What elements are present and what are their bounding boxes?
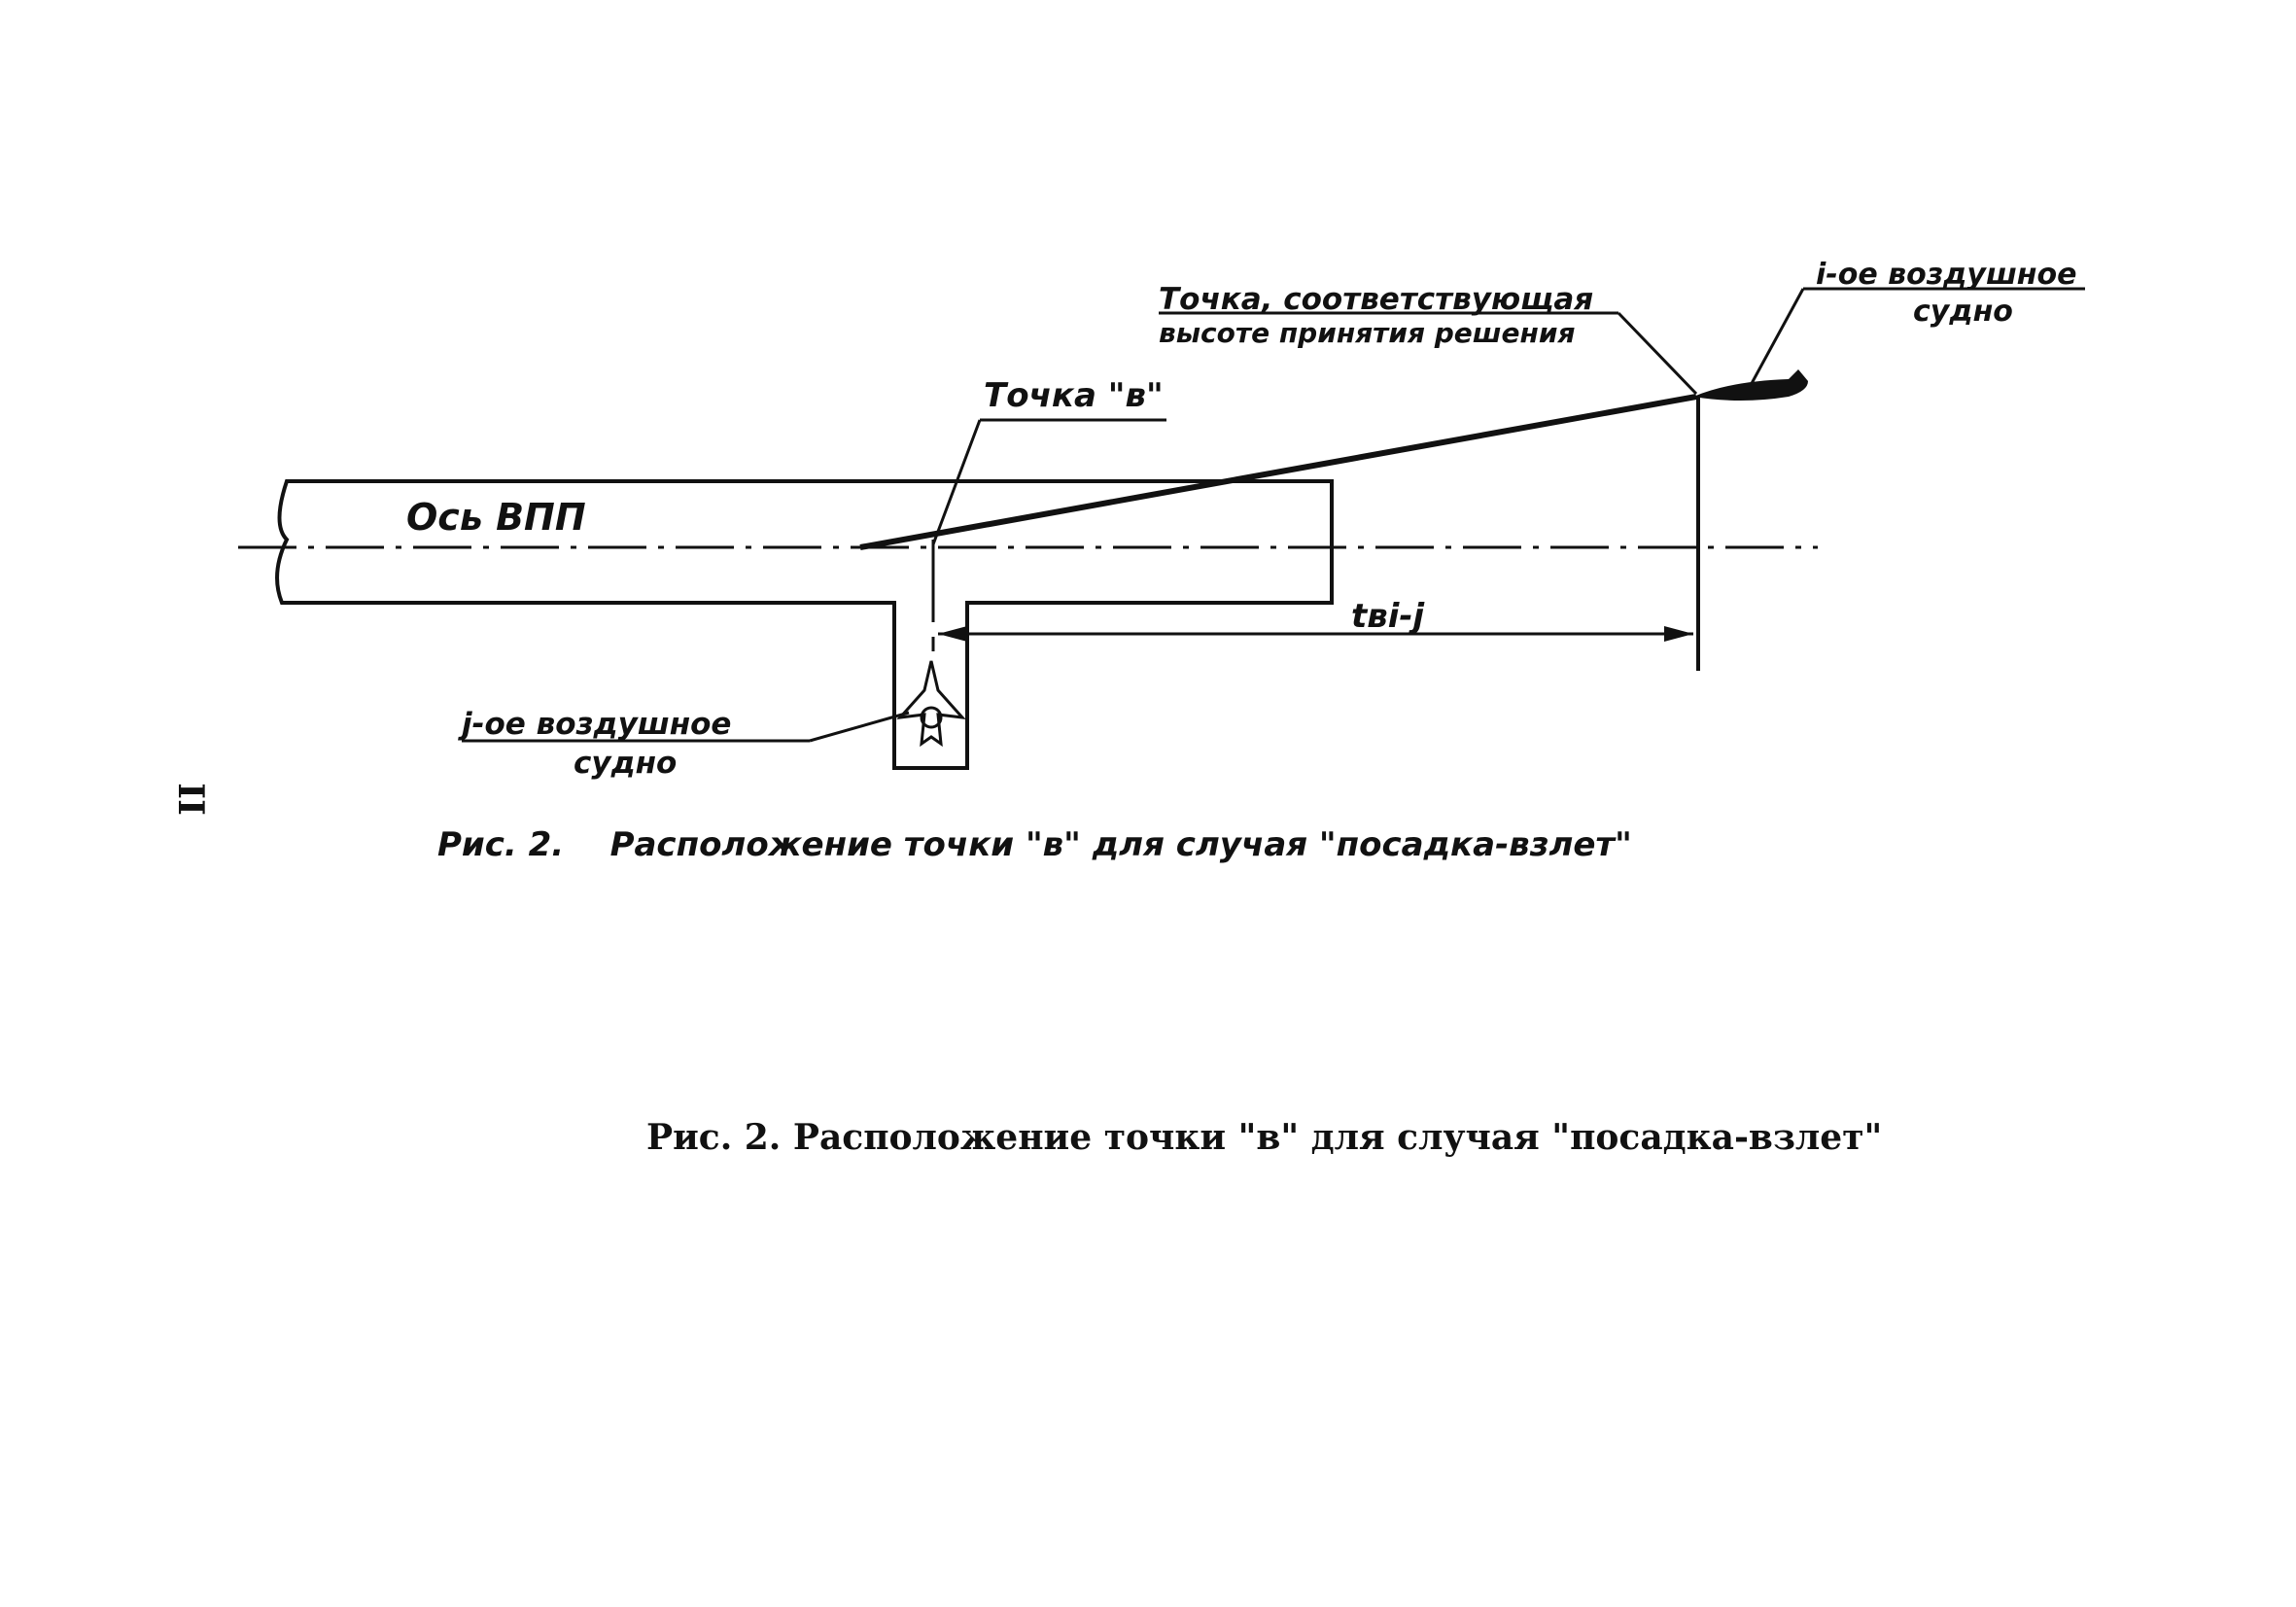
airplane-icon	[1693, 369, 1808, 401]
aircraft-j-label-line1: j-ое воздушное	[458, 707, 731, 742]
decision-point-label-line2: высоте принятия решения	[1159, 317, 1575, 349]
airplane-icon	[896, 660, 966, 748]
runway-axis-label: Ось ВПП	[406, 496, 586, 539]
distance-label: tвi-j	[1351, 597, 1426, 636]
aircraft-i-label-line2: судно	[1913, 295, 2013, 329]
point-b-leader	[931, 418, 1166, 545]
distance-dimension	[938, 626, 1693, 642]
decision-point-leader	[1159, 311, 1698, 396]
point-b-label: Точка "в"	[984, 376, 1164, 415]
decision-point-label-line1: Точка, соответствующая	[1159, 282, 1593, 317]
aircraft-j-leader	[462, 711, 910, 743]
glide-path-line	[859, 394, 1697, 550]
page-number: II	[170, 783, 211, 816]
figure-caption-typed: Рис. 2. Расположение точки "в" для случа…	[646, 1117, 1882, 1158]
aircraft-j-label-line2: судно	[574, 746, 677, 781]
aircraft-i-label-line1: i-ое воздушное	[1816, 258, 2077, 292]
runway-strip	[275, 479, 1334, 770]
figure-caption-handwritten: Рис. 2. Расположение точки "в" для случа…	[437, 825, 1632, 864]
aircraft-i-leader	[1748, 287, 2085, 388]
